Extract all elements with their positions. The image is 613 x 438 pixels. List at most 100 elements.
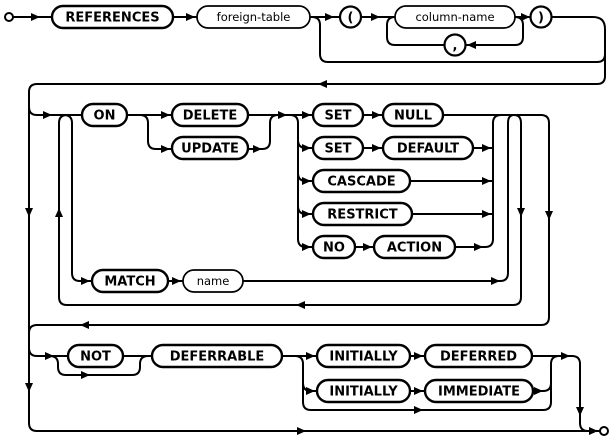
- keyword-match: MATCH: [104, 275, 155, 290]
- nonterminal-name: name: [197, 274, 230, 288]
- keyword-box-deferrable: [150, 343, 284, 369]
- diagram-arrowheads: [25, 13, 598, 435]
- arrowhead: [561, 352, 570, 360]
- arrowhead: [521, 13, 530, 21]
- end-terminal: [599, 426, 609, 436]
- arrowhead: [589, 427, 598, 435]
- track-left-spine: [28, 92, 600, 432]
- nonterminal-column-name: column-name: [415, 10, 494, 24]
- arrowhead: [43, 111, 52, 119]
- arrowhead: [55, 208, 63, 217]
- keyword-not: NOT: [80, 350, 111, 365]
- keyword-box-no: [311, 234, 357, 260]
- arrowhead: [81, 371, 90, 379]
- terminal-comma: ,: [453, 39, 458, 54]
- keyword-cascade: CASCADE: [327, 175, 395, 190]
- terminal-close-paren: ): [538, 11, 544, 26]
- arrowhead: [172, 277, 181, 285]
- arrowhead: [482, 177, 491, 185]
- keyword-immediate: IMMEDIATE: [438, 385, 520, 400]
- keyword-box-references: [50, 4, 175, 30]
- track-row1-return: [28, 16, 606, 93]
- arrowhead: [186, 13, 195, 21]
- arrowhead: [371, 13, 380, 21]
- arrowhead: [161, 145, 170, 153]
- keyword-box-deferred: [423, 343, 534, 369]
- rule-on-clause: ON DELETE UPDATE SET NULL SET DEFAULT CA…: [80, 102, 475, 260]
- arrowhead: [491, 277, 500, 285]
- arrowhead: [302, 210, 311, 218]
- arrowhead: [253, 145, 262, 153]
- rule-references: REFERENCES foreign-table: [50, 4, 311, 30]
- keyword-box-action: [372, 234, 457, 260]
- rule-column-list: ( column-name , ): [338, 5, 553, 57]
- keyword-box-match: [90, 268, 170, 294]
- keyword-update: UPDATE: [181, 142, 239, 157]
- arrowhead: [297, 427, 306, 435]
- keyword-box-cascade: [311, 168, 412, 194]
- keyword-box-default: [381, 135, 475, 161]
- arrowhead: [25, 208, 33, 217]
- keyword-set1: SET: [324, 109, 351, 124]
- keyword-null: NULL: [394, 109, 432, 124]
- arrowhead: [161, 111, 170, 119]
- track-not-bypass: [49, 355, 149, 376]
- keyword-restrict: RESTRICT: [327, 208, 398, 223]
- keyword-deferrable: DEFERRABLE: [170, 350, 265, 365]
- track-deferrable-bypass: [311, 401, 552, 411]
- arrowhead: [302, 177, 311, 185]
- keyword-box-null: [381, 102, 445, 128]
- keyword-box-initially2: [315, 378, 412, 404]
- track-action-exit: [28, 114, 550, 334]
- arrowhead: [302, 144, 311, 152]
- track-match-branch: [63, 114, 92, 282]
- nonterminal-box-foreign-table: [196, 5, 311, 29]
- keyword-delete: DELETE: [183, 109, 238, 124]
- track-update-merge: [248, 114, 279, 150]
- rule-deferrable-clause: NOT DEFERRABLE INITIALLY DEFERRED INITIA…: [66, 343, 535, 404]
- arrowhead: [414, 406, 423, 414]
- diagram-tracks: [13, 16, 606, 432]
- keyword-box-set-default: [311, 135, 365, 161]
- keyword-box-not: [66, 343, 125, 369]
- terminal-comma-circle: [443, 33, 467, 57]
- arrowhead: [363, 243, 372, 251]
- terminal-open-paren: (: [348, 11, 354, 26]
- track-action-riser: [455, 114, 502, 248]
- keyword-box-delete: [170, 102, 250, 128]
- arrowhead: [517, 208, 525, 217]
- keyword-default: DEFAULT: [397, 142, 459, 157]
- arrowhead: [482, 144, 491, 152]
- arrowhead: [25, 383, 33, 392]
- track-deferrable-riser: [550, 355, 560, 402]
- keyword-no: NO: [323, 241, 345, 256]
- keyword-box-immediate: [423, 378, 535, 404]
- arrowhead: [545, 211, 553, 220]
- arrowhead: [414, 352, 423, 360]
- arrowhead: [296, 301, 305, 309]
- track-comma-loop-right: [465, 16, 524, 46]
- arrowhead: [278, 111, 287, 119]
- keyword-references: REFERENCES: [65, 11, 159, 26]
- arrowhead: [414, 387, 423, 395]
- arrowhead: [576, 407, 584, 416]
- arrowhead: [474, 243, 483, 251]
- arrowhead: [302, 243, 311, 251]
- keyword-initially2: INITIALLY: [329, 385, 398, 400]
- arrowhead: [81, 277, 90, 285]
- arrowhead: [372, 111, 381, 119]
- rule-match-clause: MATCH name: [90, 268, 244, 294]
- start-terminal: [4, 12, 14, 22]
- terminal-close-paren-circle: [529, 5, 553, 29]
- nonterminal-foreign-table: foreign-table: [217, 10, 291, 24]
- nonterminal-box-name: [182, 269, 244, 293]
- keyword-on: ON: [94, 109, 116, 124]
- track-on-entry: [28, 106, 38, 116]
- track-not-entry: [28, 347, 38, 357]
- arrowhead: [467, 41, 476, 49]
- keyword-box-update: [170, 135, 250, 161]
- track-paren-bypass: [311, 16, 606, 63]
- keyword-initially1: INITIALLY: [329, 350, 398, 365]
